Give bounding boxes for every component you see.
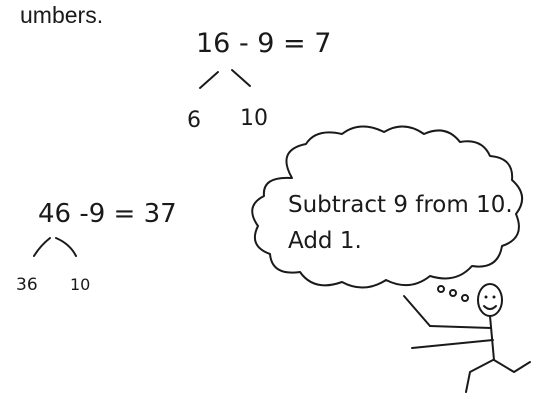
top-tree-left-branch <box>199 71 219 89</box>
thought-line-1: Subtract 9 from 10. <box>288 192 513 218</box>
stick-figure <box>403 283 531 393</box>
top-right-part: 10 <box>240 106 268 131</box>
figure-left-arm-upper <box>429 325 492 329</box>
top-tree-right-branch <box>231 69 251 87</box>
figure-left-forearm <box>403 295 431 327</box>
thought-dot-1 <box>437 285 445 293</box>
example-bottom: 46 -9 = 37 36 10 <box>16 199 177 295</box>
thought-dot-3 <box>461 294 469 302</box>
top-equation: 16 - 9 = 7 <box>196 28 331 59</box>
figure-body <box>489 315 495 361</box>
figure-left-eye <box>484 295 488 299</box>
bottom-tree-left-branch <box>33 237 51 257</box>
bottom-equation: 46 -9 = 37 <box>38 199 177 229</box>
bottom-left-part: 36 <box>16 275 38 295</box>
thought-dot-2 <box>449 289 457 297</box>
figure-head <box>477 283 503 317</box>
figure-left-arm-lower <box>411 339 494 349</box>
bottom-right-part: 10 <box>70 275 90 294</box>
caption-fragment: umbers. <box>20 2 104 28</box>
figure-right-leg <box>493 359 531 373</box>
thought-line-2: Add 1. <box>288 228 362 254</box>
figure-right-eye <box>492 295 496 299</box>
thought-cloud-outline <box>251 125 523 289</box>
top-left-part: 6 <box>187 108 201 133</box>
bottom-tree-right-branch <box>55 237 77 257</box>
example-top: 16 - 9 = 7 6 10 <box>187 28 331 133</box>
figure-smile <box>483 305 497 310</box>
thought-bubble: Subtract 9 from 10. Add 1. <box>251 125 523 302</box>
figure-left-leg <box>465 359 494 393</box>
